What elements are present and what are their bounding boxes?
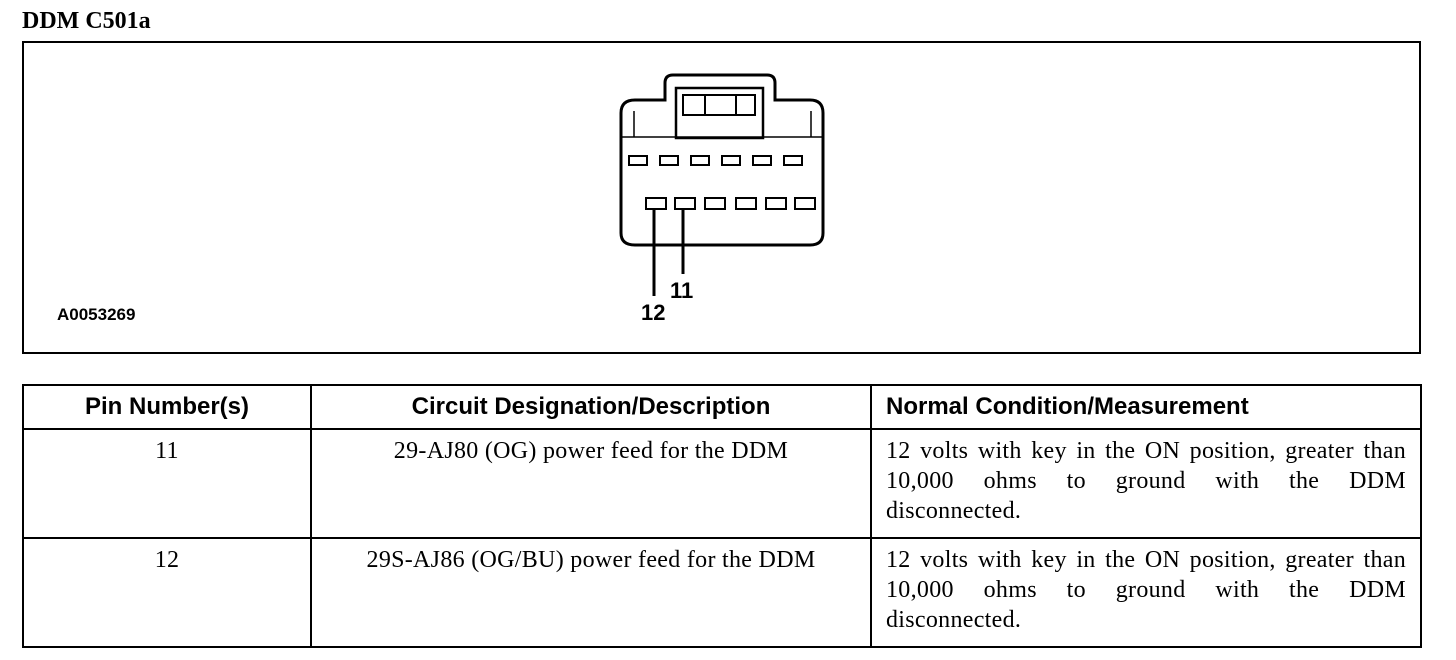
pin-table: Pin Number(s) Circuit Designation/Descri… xyxy=(22,384,1422,648)
page-title: DDM C501a xyxy=(22,8,151,34)
table-header-row: Pin Number(s) Circuit Designation/Descri… xyxy=(22,384,1422,430)
connector-figure: A0053269 12 11 xyxy=(22,41,1421,354)
header-pin-number: Pin Number(s) xyxy=(22,384,312,430)
cell-circuit: 29S-AJ86 (OG/BU) power feed for the DDM xyxy=(310,537,872,648)
connector-latch-tab xyxy=(682,94,756,116)
header-condition: Normal Condition/Measurement xyxy=(870,384,1422,430)
cell-condition: 12 volts with key in the ON position, gr… xyxy=(870,428,1422,539)
cell-circuit: 29-AJ80 (OG) power feed for the DDM xyxy=(310,428,872,539)
table-row: 12 29S-AJ86 (OG/BU) power feed for the D… xyxy=(22,537,1422,648)
top-row-cavities xyxy=(628,155,803,166)
connector-latch xyxy=(674,86,765,140)
table-row: 11 29-AJ80 (OG) power feed for the DDM 1… xyxy=(22,428,1422,539)
header-circuit: Circuit Designation/Description xyxy=(310,384,872,430)
figure-id: A0053269 xyxy=(57,305,136,324)
pin-11-label: 11 xyxy=(670,278,694,303)
connector-body xyxy=(619,73,825,247)
bottom-row-cavities xyxy=(645,197,816,210)
pin-12-label: 12 xyxy=(641,300,666,325)
cell-pin: 12 xyxy=(22,537,312,648)
connector-diagram xyxy=(619,73,825,296)
cell-pin: 11 xyxy=(22,428,312,539)
cell-condition: 12 volts with key in the ON position, gr… xyxy=(870,537,1422,648)
